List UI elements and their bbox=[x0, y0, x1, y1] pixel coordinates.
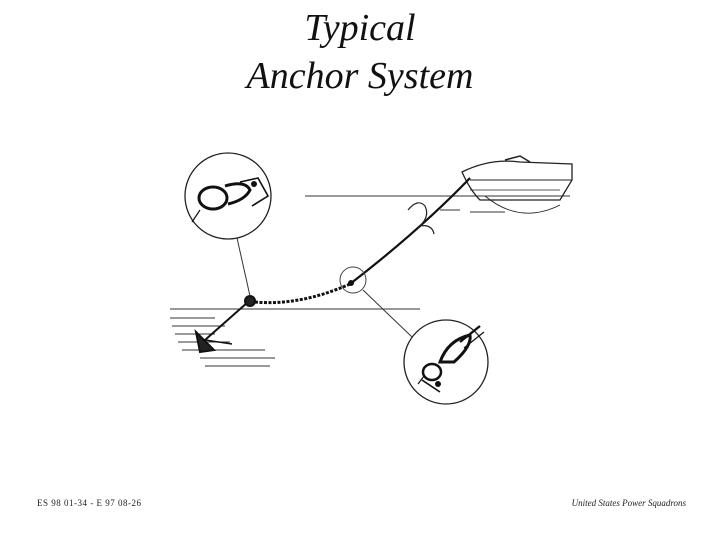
wave-mark bbox=[407, 202, 435, 235]
slide-title: Typical Anchor System bbox=[0, 4, 720, 100]
boat bbox=[461, 155, 573, 214]
water-surface bbox=[305, 195, 570, 213]
rode-chain-connection bbox=[339, 266, 367, 294]
rode-thimble-detail bbox=[403, 319, 489, 405]
detail-leader-upper bbox=[236, 237, 251, 297]
anchor-shackle-detail bbox=[184, 152, 272, 240]
title-line-2: Anchor System bbox=[246, 55, 474, 97]
title-line-1: Typical bbox=[304, 7, 416, 49]
footer-code: ES 98 01-34 - E 97 08-26 bbox=[37, 498, 142, 508]
anchor-chain bbox=[254, 282, 351, 305]
footer-organization: United States Power Squadrons bbox=[571, 498, 686, 508]
anchor-rode bbox=[349, 177, 471, 285]
detail-leader-lower bbox=[362, 289, 413, 338]
anchor bbox=[194, 295, 256, 354]
